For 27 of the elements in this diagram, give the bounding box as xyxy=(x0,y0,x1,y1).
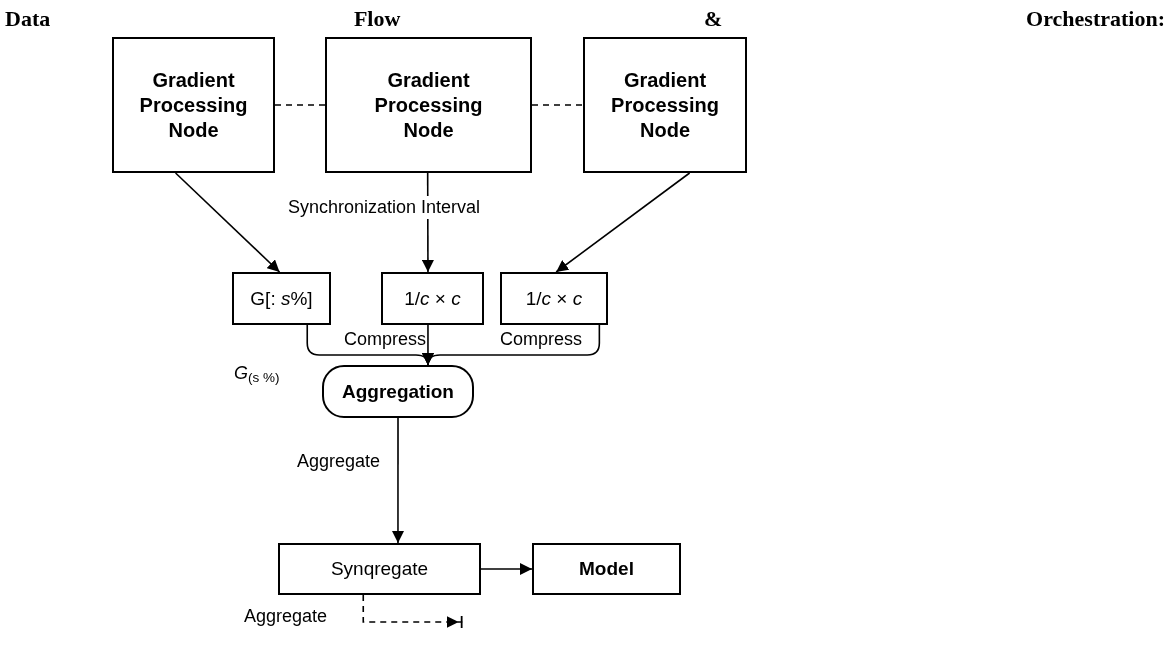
process-box xyxy=(532,543,681,595)
arrow xyxy=(174,172,281,273)
node-label: Gradient Processing Node xyxy=(610,67,720,143)
process-box xyxy=(112,37,275,173)
arrow xyxy=(392,417,404,544)
node-label: Gradient Processing Node xyxy=(373,67,484,143)
node-label: Gradient Processing Node xyxy=(138,67,249,143)
node-label: Model xyxy=(578,557,635,581)
process-box xyxy=(583,37,747,173)
process-box xyxy=(232,272,331,325)
arrow xyxy=(480,563,533,575)
arrow xyxy=(422,324,601,366)
node-label: Synqregate xyxy=(329,557,430,581)
arrow xyxy=(555,172,691,273)
process-box xyxy=(500,272,608,325)
node-label: 1/c × c xyxy=(403,286,462,311)
dashed-arrow xyxy=(362,594,464,629)
rounded-box xyxy=(322,365,474,418)
process-box xyxy=(381,272,484,325)
process-box xyxy=(278,543,481,595)
node-label: G[: s%] xyxy=(249,286,314,311)
node-caption: Compress xyxy=(342,328,426,351)
node-caption: Compress xyxy=(500,328,584,351)
node-label: 1/c × c xyxy=(524,286,584,311)
title: Data Flow & Orchestration: xyxy=(5,5,1165,33)
process-box xyxy=(325,37,532,173)
node-label: Aggregation xyxy=(341,379,455,404)
